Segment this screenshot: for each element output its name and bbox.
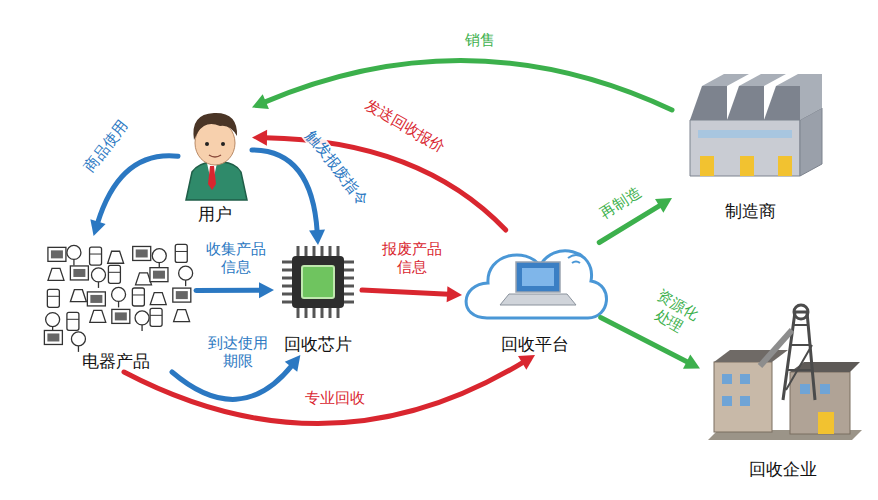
appliance-pile xyxy=(44,244,192,351)
appliance-sketch xyxy=(175,244,187,262)
edge-label: 专业回收 xyxy=(303,389,367,407)
edge-label: 再制造 xyxy=(595,182,646,224)
appliance-sketch xyxy=(136,273,152,285)
appliance-sketch xyxy=(46,313,60,333)
icon-node: 回收平台 xyxy=(462,230,608,355)
appliance-sketch xyxy=(132,288,144,306)
edge-label: 触发报废指令 xyxy=(301,125,373,210)
node-label: 电器产品 xyxy=(80,351,152,372)
appliance-sketch xyxy=(152,249,166,269)
appliance-sketch xyxy=(48,247,66,261)
appliance-sketch xyxy=(112,309,130,323)
flow-arrow xyxy=(196,288,261,293)
icon-node: 回收企业 xyxy=(700,300,865,480)
appliance-sketch xyxy=(150,268,168,282)
appliance-sketch xyxy=(90,247,102,265)
edge-label: 报废产品 信息 xyxy=(380,240,444,276)
appliance-sketch xyxy=(133,246,151,260)
appliance-sketch xyxy=(44,330,62,344)
appliance-sketch xyxy=(108,251,124,263)
flow-arrow xyxy=(252,150,317,232)
chip-icon xyxy=(282,246,354,318)
appliance-sketch xyxy=(108,265,120,283)
edge-label: 到达使用 期限 xyxy=(206,334,270,370)
node-label: 回收芯片 xyxy=(282,334,354,355)
edge-label: 发送回收报价 xyxy=(360,95,450,158)
node-label: 回收平台 xyxy=(499,334,571,355)
icon-node: 电器产品 xyxy=(36,236,196,372)
appliance-sketch xyxy=(173,288,191,302)
appliance-sketch xyxy=(67,245,81,265)
appliance-sketch xyxy=(174,310,190,322)
appliance-sketch xyxy=(70,266,88,280)
appliance-sketch xyxy=(67,312,79,330)
node-label: 制造商 xyxy=(723,201,778,222)
cloud-platform xyxy=(466,251,606,318)
appliance-sketch xyxy=(71,332,85,352)
edge-label: 收集产品 信息 xyxy=(204,240,268,276)
edge-label: 销售 xyxy=(463,31,497,49)
appliance-sketch xyxy=(112,287,126,307)
icon-node: 用户 xyxy=(178,100,252,225)
appliance-sketch xyxy=(70,290,86,302)
recycling-plant xyxy=(708,305,862,440)
edge-label: 资源化 处理 xyxy=(643,285,703,341)
node-label: 回收企业 xyxy=(747,459,819,480)
appliance-sketch xyxy=(135,311,149,331)
appliance-sketch xyxy=(91,268,105,288)
icon-node: 回收芯片 xyxy=(274,245,362,355)
flow-arrow xyxy=(264,61,672,110)
flow-arrow xyxy=(124,362,524,424)
appliance-sketch xyxy=(150,293,166,305)
appliance-sketch xyxy=(48,268,64,280)
appliance-sketch xyxy=(87,292,105,306)
flow-arrow xyxy=(265,138,506,230)
edge-label: 商品使用 xyxy=(79,115,133,177)
icon-node: 制造商 xyxy=(672,62,828,222)
flow-arrow xyxy=(172,365,292,399)
flow-arrow xyxy=(97,156,178,224)
flow-arrow xyxy=(362,290,449,294)
manufacturer-factory xyxy=(690,74,822,176)
appliance-sketch xyxy=(47,289,59,307)
appliance-sketch xyxy=(90,310,106,322)
node-label: 用户 xyxy=(196,204,234,225)
appliance-sketch xyxy=(179,266,193,286)
appliance-sketch xyxy=(150,308,162,326)
user-figure xyxy=(186,113,247,200)
